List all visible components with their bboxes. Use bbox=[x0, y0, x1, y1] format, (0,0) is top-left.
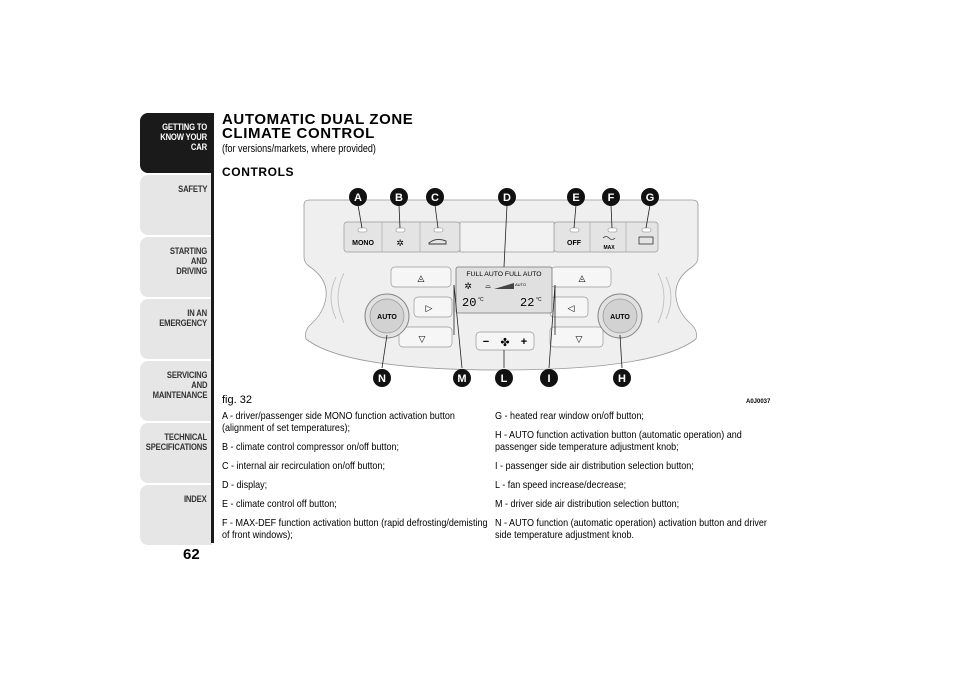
display-compressor-icon: ✲ bbox=[464, 282, 472, 292]
description-item: N - AUTO function (automatic operation) … bbox=[495, 517, 767, 541]
tab-index[interactable]: INDEX bbox=[140, 485, 212, 545]
face-vent-icon: ▷ bbox=[426, 304, 433, 314]
tab-safety[interactable]: SAFETY bbox=[140, 175, 212, 235]
compressor-icon: ✲ bbox=[396, 239, 404, 249]
description-item: G - heated rear window on/off button; bbox=[495, 410, 644, 422]
description-item: H - AUTO function activation button (aut… bbox=[495, 429, 742, 453]
display-left-unit: °C bbox=[478, 297, 484, 303]
display-full-auto: FULL AUTO FULL AUTO bbox=[466, 271, 541, 278]
description-item: C - internal air recirculation on/off bu… bbox=[222, 460, 385, 472]
description-column-left: A - driver/passenger side MONO function … bbox=[222, 410, 497, 548]
figure-code: A0J0037 bbox=[746, 399, 771, 405]
callout-c: C bbox=[431, 192, 439, 204]
sidebar-divider bbox=[211, 113, 214, 543]
callout-h: H bbox=[618, 373, 626, 385]
description-item: B - climate control compressor on/off bu… bbox=[222, 441, 400, 453]
callout-n: N bbox=[378, 373, 386, 385]
callout-i: I bbox=[547, 373, 550, 385]
foot-vent-icon: ▽ bbox=[576, 335, 583, 345]
climate-control-figure: MONO ✲ OFF MAX ◬ ▷ ▽ ◬ ◁ ▽ AUTO AUTO FUL… bbox=[303, 188, 699, 387]
tab-servicing-and-maintenance[interactable]: SERVICING AND MAINTENANCE bbox=[140, 361, 212, 421]
mono-button-label: MONO bbox=[352, 240, 374, 247]
rear-window-heater-icon bbox=[638, 236, 654, 245]
callout-e: E bbox=[572, 192, 579, 204]
callout-m: M bbox=[457, 373, 466, 385]
description-column-right: G - heated rear window on/off button; H … bbox=[495, 410, 770, 548]
callout-l: L bbox=[501, 373, 508, 385]
page-subtitle: (for versions/markets, where provided) bbox=[222, 143, 376, 155]
max-def-icon bbox=[602, 236, 616, 240]
chapter-sidebar: GETTING TO KNOW YOUR CAR SAFETY STARTING… bbox=[140, 113, 212, 545]
max-button-label: MAX bbox=[603, 245, 615, 251]
defrost-vent-icon: ◬ bbox=[579, 274, 586, 284]
fan-level-bar bbox=[494, 283, 514, 289]
recirculation-icon bbox=[428, 238, 447, 245]
description-item: D - display; bbox=[222, 479, 268, 491]
auto-right-label: AUTO bbox=[610, 314, 630, 321]
description-item: E - climate control off button; bbox=[222, 498, 337, 510]
callout-d: D bbox=[503, 192, 511, 204]
display-recirculation-icon: ⌓ bbox=[485, 282, 491, 290]
display-left-temp: 20 bbox=[462, 296, 476, 310]
fan-plus: + bbox=[521, 336, 527, 348]
off-button-label: OFF bbox=[567, 240, 582, 247]
display-right-unit: °C bbox=[536, 297, 542, 303]
display-right-temp: 22 bbox=[520, 296, 534, 310]
fan-icon: ✤ bbox=[500, 336, 509, 349]
callout-f: F bbox=[608, 192, 615, 204]
tab-starting-and-driving[interactable]: STARTING AND DRIVING bbox=[140, 237, 212, 297]
section-heading: CONTROLS bbox=[222, 165, 295, 179]
figure-caption: fig. 32 bbox=[222, 394, 252, 406]
description-item: A - driver/passenger side MONO function … bbox=[222, 410, 455, 434]
face-vent-icon: ◁ bbox=[568, 304, 575, 314]
auto-left-label: AUTO bbox=[377, 314, 397, 321]
description-item: L - fan speed increase/decrease; bbox=[495, 479, 627, 491]
description-item: M - driver side air distribution selecti… bbox=[495, 498, 680, 510]
page-number: 62 bbox=[183, 546, 200, 563]
display-auto-mode: AUTO bbox=[515, 282, 526, 287]
foot-vent-icon: ▽ bbox=[419, 335, 426, 345]
description-item: I - passenger side air distribution sele… bbox=[495, 460, 694, 472]
page-title: AUTOMATIC DUAL ZONE CLIMATE CONTROL bbox=[222, 111, 414, 142]
callout-b: B bbox=[395, 192, 403, 204]
description-item: F - MAX-DEF function activation button (… bbox=[222, 517, 488, 541]
tab-in-an-emergency[interactable]: IN AN EMERGENCY bbox=[140, 299, 212, 359]
callout-a: A bbox=[354, 192, 362, 204]
tab-technical-specifications[interactable]: TECHNICAL SPECIFICATIONS bbox=[140, 423, 212, 483]
tab-getting-to-know-your-car[interactable]: GETTING TO KNOW YOUR CAR bbox=[140, 113, 212, 173]
fan-minus: − bbox=[483, 336, 489, 348]
defrost-vent-icon: ◬ bbox=[418, 274, 425, 284]
callout-g: G bbox=[646, 192, 655, 204]
